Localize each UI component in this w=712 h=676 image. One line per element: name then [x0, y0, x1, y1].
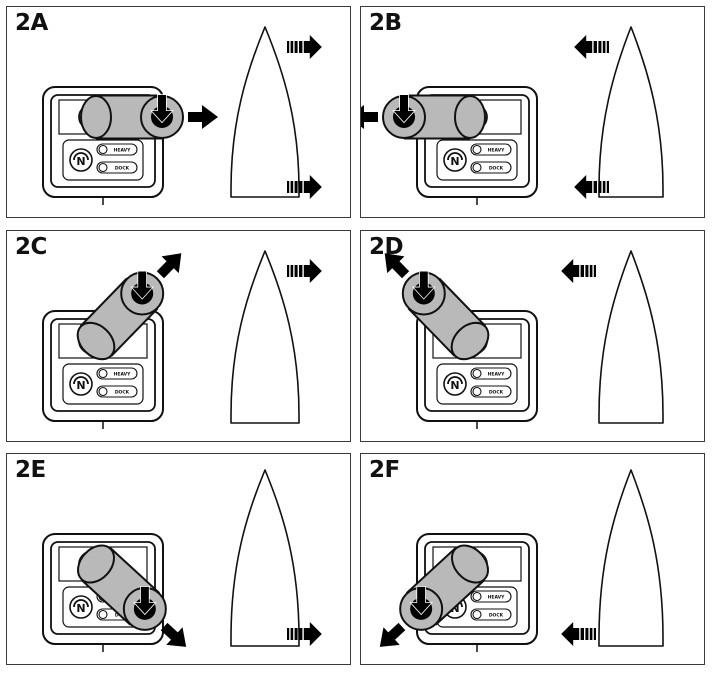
- toggle-label-heavy: HEAVY: [114, 372, 132, 378]
- panel-illustration: N HEAVY DOCK: [42, 250, 322, 429]
- toggle-knob-icon: [472, 368, 482, 379]
- panel-label: 2A: [15, 10, 48, 36]
- toggle-label-heavy: HEAVY: [488, 148, 506, 154]
- direction-arrow-icon: [384, 253, 410, 279]
- striped-arrow-icon: [561, 259, 596, 283]
- toggle-button-dock: [470, 608, 512, 621]
- direction-arrow-icon: [160, 622, 187, 647]
- panel-2b: N HEAVY DOCK 2B: [360, 6, 705, 218]
- direction-arrow-icon: [361, 105, 378, 129]
- neutral-arc-icon: [447, 376, 463, 385]
- vessel-hull: [598, 26, 664, 198]
- toggle-label-heavy: HEAVY: [114, 148, 132, 154]
- toggle-button-dock: [96, 385, 138, 398]
- toggle-knob-icon: [98, 609, 108, 620]
- panel-illustration: N HEAVY DOCK: [42, 26, 322, 205]
- vessel-hull: [598, 250, 664, 424]
- panel-illustration: N HEAVY DOCK: [379, 469, 664, 652]
- push-down-icon: [133, 586, 157, 616]
- neutral-arc-icon: [447, 152, 463, 161]
- toggle-button-dock: [96, 161, 138, 174]
- panel-label: 2D: [369, 234, 404, 260]
- neutral-label: N: [76, 379, 85, 392]
- vessel-hull: [230, 469, 300, 647]
- joystick-left: [361, 94, 486, 140]
- joystick-shaft-base: [80, 95, 112, 139]
- toggle-knob-icon: [98, 144, 108, 155]
- direction-arrow-icon: [379, 622, 406, 647]
- push-down-icon: [130, 270, 155, 300]
- push-down-icon: [409, 586, 433, 616]
- toggle-button-heavy: [470, 143, 512, 156]
- toggle-label-heavy: HEAVY: [488, 372, 506, 378]
- neutral-arc-icon: [73, 599, 89, 608]
- toggle-knob-icon: [98, 386, 108, 397]
- joystick-shaft-base: [451, 544, 489, 584]
- direction-arrow-icon: [188, 105, 218, 129]
- toggle-button-heavy: [96, 143, 138, 156]
- toggle-button-dock: [470, 385, 512, 398]
- striped-arrow-icon: [287, 622, 322, 646]
- toggle-knob-icon: [472, 591, 482, 602]
- striped-arrow-icon: [561, 622, 596, 646]
- toggle-label-dock: DOCK: [115, 166, 130, 172]
- vessel-hull: [230, 26, 300, 198]
- toggle-knob-icon: [472, 609, 482, 620]
- joystick-shaft-base: [76, 321, 116, 361]
- striped-arrow-icon: [287, 175, 322, 199]
- toggle-label-dock: DOCK: [489, 613, 504, 619]
- joystick-shaft-base: [450, 321, 490, 361]
- panel-label: 2B: [369, 10, 402, 36]
- panel-2e: NHEAVYDOCK2E: [6, 453, 351, 665]
- toggle-button-heavy: [470, 590, 512, 603]
- push-down-icon: [150, 94, 174, 124]
- direction-arrow-icon: [156, 253, 182, 279]
- neutral-label: N: [76, 602, 85, 615]
- neutral-label: N: [450, 155, 459, 168]
- toggle-knob-icon: [472, 386, 482, 397]
- push-down-icon: [392, 94, 416, 124]
- vessel-hull: [230, 250, 300, 424]
- panel-label: 2E: [15, 457, 46, 483]
- toggle-label-heavy: HEAVY: [488, 595, 506, 601]
- neutral-arc-icon: [73, 152, 89, 161]
- neutral-arc-icon: [73, 376, 89, 385]
- joystick-shaft-base: [77, 544, 115, 584]
- panel-2c: N HEAVY DOCK 2C: [6, 230, 351, 442]
- joystick-shaft-base: [454, 95, 486, 139]
- neutral-label: N: [450, 602, 459, 615]
- toggle-button-dock: [470, 161, 512, 174]
- toggle-knob-icon: [472, 144, 482, 155]
- joystick-up-right: [76, 253, 182, 361]
- panel-illustration: N HEAVY DOCK: [361, 26, 664, 205]
- toggle-label-dock: DOCK: [115, 390, 130, 396]
- push-down-icon: [411, 270, 436, 300]
- toggle-label-dock: DOCK: [489, 390, 504, 396]
- joystick-up-left: [384, 253, 490, 361]
- toggle-label-dock: DOCK: [489, 166, 504, 172]
- striped-arrow-icon: [287, 35, 322, 59]
- toggle-button-heavy: [96, 367, 138, 380]
- panel-label: 2F: [369, 457, 400, 483]
- toggle-knob-icon: [98, 368, 108, 379]
- toggle-knob-icon: [472, 162, 482, 173]
- panel-illustration: N HEAVY DOCK: [384, 250, 664, 429]
- joystick-down-right: [77, 544, 187, 647]
- panel-2d: N HEAVY DOCK 2D: [360, 230, 705, 442]
- striped-arrow-icon: [574, 175, 609, 199]
- toggle-knob-icon: [98, 162, 108, 173]
- striped-arrow-icon: [287, 259, 322, 283]
- neutral-label: N: [450, 379, 459, 392]
- vessel-hull: [598, 469, 664, 647]
- striped-arrow-icon: [574, 35, 609, 59]
- neutral-label: N: [76, 155, 85, 168]
- joystick-right: [80, 94, 218, 140]
- joystick-down-left: [379, 544, 489, 647]
- toggle-button-heavy: [470, 367, 512, 380]
- panel-label: 2C: [15, 234, 47, 260]
- panel-2a: N HEAVY DOCK 2A: [6, 6, 351, 218]
- panel-2f: N HEAVY DOCK 2F: [360, 453, 705, 665]
